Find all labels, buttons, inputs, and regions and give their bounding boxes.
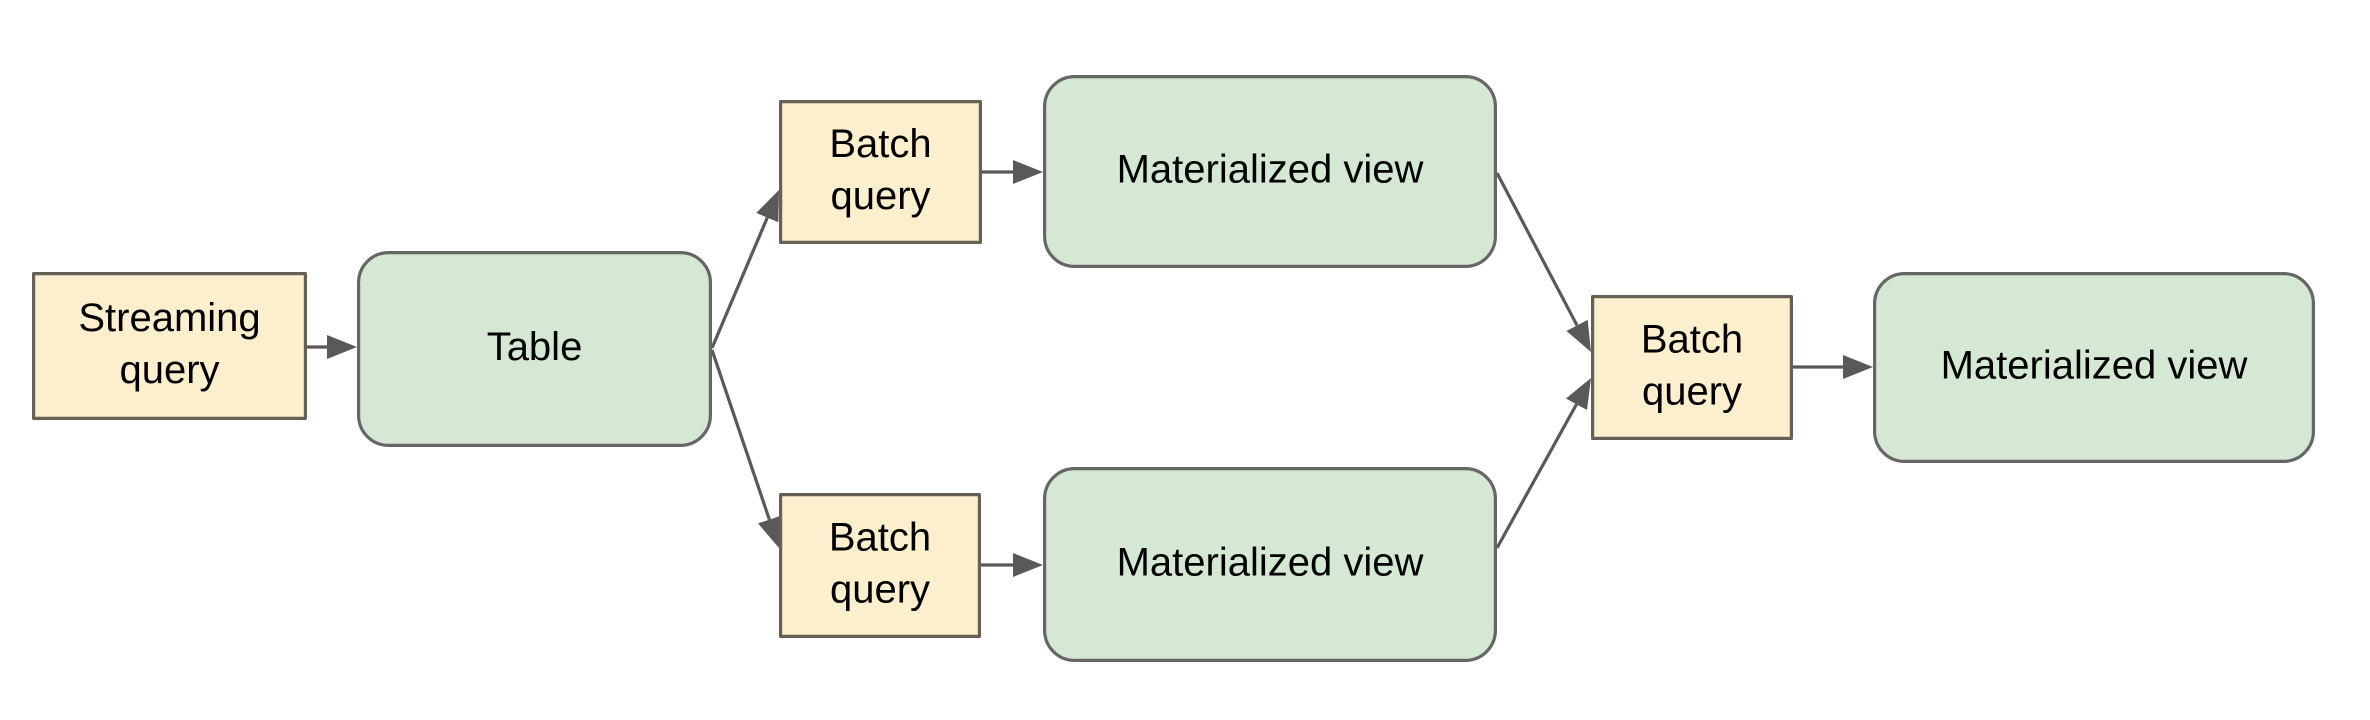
edge-streaming-to-table-arrowhead-icon (327, 335, 357, 359)
node-table-shape[interactable] (357, 251, 712, 448)
edge-view-bottom-to-batch-center-line (1495, 403, 1578, 549)
node-streaming-query[interactable]: Streaming query (31, 272, 307, 421)
edge-table-to-batch-bottom (710, 349, 781, 548)
node-table-label-line-0: Table (487, 325, 583, 369)
edge-batch-bottom-to-view-bottom-arrowhead-icon (1013, 553, 1043, 577)
edge-view-top-to-batch-center (1495, 172, 1591, 352)
node-materialized-view-top-label: Materialized view (1117, 147, 1424, 191)
node-table[interactable]: Table (357, 251, 712, 448)
edge-view-top-to-batch-center-line (1495, 172, 1579, 327)
node-batch-query-top-shape[interactable] (778, 99, 982, 245)
node-materialized-view-right-label-line-0: Materialized view (1941, 343, 2248, 387)
node-materialized-view-bottom[interactable]: Materialized view (1042, 467, 1497, 663)
edge-batch-top-to-view-top (982, 160, 1043, 184)
node-batch-query-center-shape[interactable] (1590, 295, 1793, 441)
node-materialized-view-top-label-line-0: Materialized view (1117, 147, 1424, 191)
node-materialized-view-top-shape[interactable] (1042, 74, 1497, 269)
node-materialized-view-bottom-label: Materialized view (1117, 540, 1424, 584)
node-batch-query-top-label-line-0: Batch (829, 122, 931, 166)
node-materialized-view-right-label: Materialized view (1941, 343, 2248, 387)
node-materialized-view-right-shape[interactable] (1872, 272, 2315, 464)
node-materialized-view-top[interactable]: Materialized view (1042, 74, 1497, 269)
edge-batch-center-to-view-right (1793, 355, 1873, 379)
node-batch-query-center[interactable]: Batch query (1590, 295, 1793, 441)
edge-view-bottom-to-batch-center-arrowhead-icon (1565, 378, 1591, 411)
edge-table-to-batch-top-arrowhead-icon (756, 190, 779, 223)
edge-table-to-batch-bottom-arrowhead-icon (758, 515, 781, 548)
edge-table-to-batch-top (710, 190, 779, 349)
edge-view-bottom-to-batch-center (1495, 378, 1591, 549)
node-batch-query-bottom-shape[interactable] (778, 493, 981, 639)
edge-batch-center-to-view-right-arrowhead-icon (1843, 355, 1873, 379)
node-batch-query-center-label-line-1: query (1642, 369, 1742, 413)
node-table-label: Table (487, 325, 583, 369)
node-batch-query-center-label: Batch query (1641, 317, 1743, 413)
edge-batch-top-to-view-top-arrowhead-icon (1013, 160, 1043, 184)
edges-layer (307, 160, 1873, 577)
node-batch-query-center-label-line-0: Batch (1641, 317, 1743, 361)
node-materialized-view-bottom-shape[interactable] (1042, 467, 1497, 663)
node-batch-query-bottom-label: Batch query (829, 515, 931, 611)
edge-streaming-to-table (307, 335, 357, 359)
edge-table-to-batch-top-line (710, 216, 769, 349)
node-batch-query-bottom[interactable]: Batch query (778, 493, 981, 639)
node-materialized-view-right[interactable]: Materialized view (1872, 272, 2315, 464)
edge-view-top-to-batch-center-arrowhead-icon (1566, 319, 1591, 352)
node-streaming-query-label: Streaming query (78, 296, 260, 392)
node-batch-query-bottom-label-line-1: query (830, 567, 930, 611)
node-batch-query-top-label-line-1: query (830, 174, 930, 218)
edge-batch-bottom-to-view-bottom (981, 553, 1043, 577)
edge-table-to-batch-bottom-line (710, 349, 771, 521)
node-batch-query-top-label: Batch query (829, 122, 931, 218)
node-batch-query-top[interactable]: Batch query (778, 99, 982, 245)
node-streaming-query-label-line-0: Streaming (78, 296, 260, 340)
node-batch-query-bottom-label-line-0: Batch (829, 515, 931, 559)
node-streaming-query-shape[interactable] (31, 272, 307, 421)
node-materialized-view-bottom-label-line-0: Materialized view (1117, 540, 1424, 584)
node-streaming-query-label-line-1: query (119, 348, 219, 392)
